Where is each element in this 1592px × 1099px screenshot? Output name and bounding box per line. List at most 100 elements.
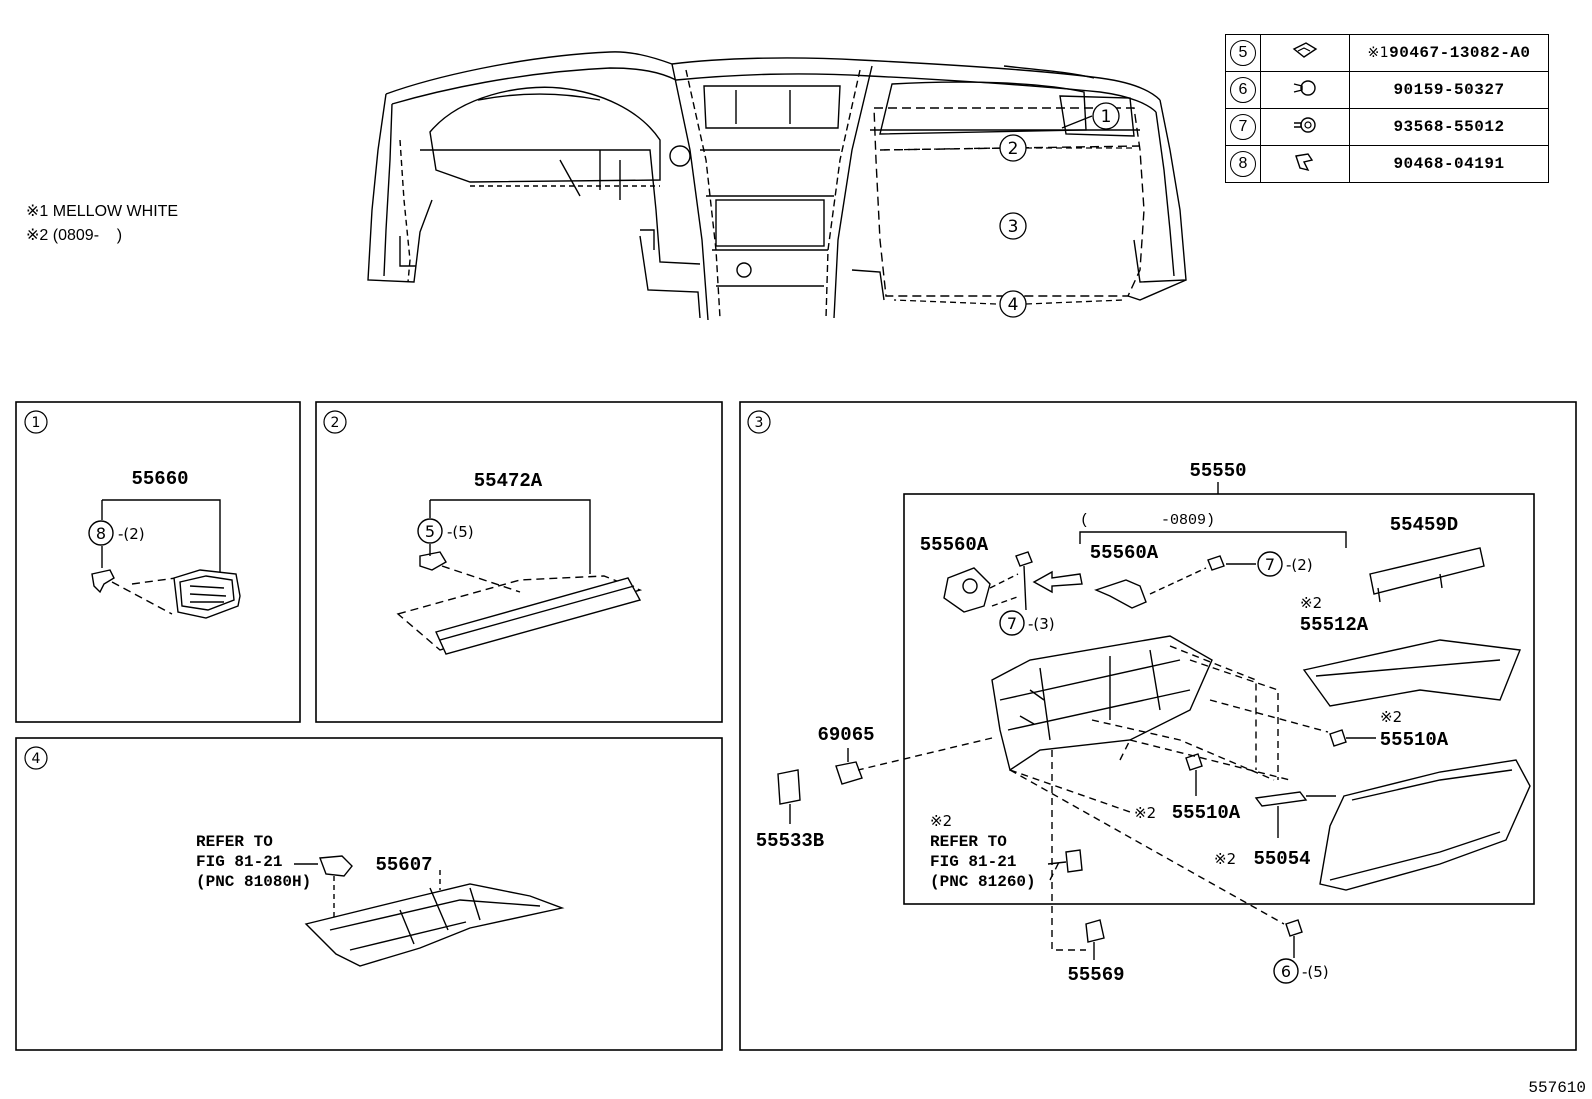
refer-to-line1-panel4: REFER TO — [196, 833, 273, 851]
callout-3-text: 3 — [1008, 217, 1019, 237]
panel-4-number: 4 — [32, 751, 41, 767]
fastener-table: 5 ※190467-13082-A0 6 90159-50327 7 — [1225, 34, 1549, 183]
fastener-ref: 8 — [1230, 151, 1256, 177]
note-2-text: (0809- ) — [52, 227, 123, 244]
panel-2-drawing — [396, 499, 643, 655]
clip-nut-icon — [1292, 41, 1318, 58]
note-2-mark: ※2 — [26, 227, 49, 244]
screw-part-6 — [1285, 919, 1303, 937]
mark-2-55512A: ※2 — [1300, 594, 1322, 612]
refer-to-line2-panel3: FIG 81-21 — [930, 853, 1016, 871]
ref-5-qty: -(5) — [447, 523, 474, 541]
fastener-row: 6 90159-50327 — [1225, 71, 1549, 109]
clip-nut-part-icon — [419, 551, 447, 571]
ref-7a-qty: -(3) — [1028, 615, 1055, 633]
panel-3-drawing — [777, 482, 1531, 984]
bolt-part-right — [1207, 555, 1225, 571]
bumper-part-right — [1329, 729, 1347, 747]
fastener-row: 5 ※190467-13082-A0 — [1225, 34, 1549, 72]
connector-part-icon — [319, 855, 353, 877]
fastener-ref: 5 — [1230, 40, 1256, 66]
assembly-55550-label: 55550 — [1189, 460, 1246, 482]
ref-6-number: 6 — [1281, 962, 1291, 981]
fastener-ref: 7 — [1230, 114, 1256, 140]
mark-2-refer: ※2 — [930, 812, 952, 830]
overview-callouts — [879, 102, 1132, 318]
glovebox-door-part — [1319, 759, 1531, 891]
part-55510A-mid-label: 55510A — [1172, 802, 1241, 824]
mark-2-55510A-right: ※2 — [1380, 708, 1402, 726]
panel-2-number: 2 — [331, 415, 340, 431]
panel-4-frame — [15, 737, 723, 1051]
panel-2-frame — [315, 401, 723, 723]
notes-legend: ※1 MELLOW WHITE ※2 (0809- ) — [26, 200, 178, 248]
note-1-text: MELLOW WHITE — [52, 203, 179, 220]
panel-4-drawing — [294, 855, 565, 967]
refer-to-line1-panel3: REFER TO — [930, 833, 1007, 851]
refer-to-line2-panel4: FIG 81-21 — [196, 853, 282, 871]
switch-part-55533B — [777, 769, 801, 805]
panel-3-inner-frame — [903, 493, 1535, 905]
ref-8-number: 8 — [96, 524, 106, 543]
air-vent-icon — [173, 569, 241, 619]
callout-2-text: 2 — [1008, 139, 1019, 159]
panel-1-number: 1 — [32, 415, 41, 431]
note-1: ※1 MELLOW WHITE — [26, 200, 178, 224]
part-55569-icon — [1085, 919, 1105, 943]
clip-part-icon — [91, 569, 115, 594]
fastener-part-number: 90467-13082-A0 — [1389, 44, 1531, 62]
callout-1-text: 1 — [1101, 107, 1112, 127]
part-55560A-left-label: 55560A — [920, 534, 989, 556]
ref-7b-number: 7 — [1265, 555, 1275, 574]
panel-3-frame — [739, 401, 1577, 1051]
ref-5-number: 5 — [425, 522, 435, 541]
figure-id: 557610 — [1528, 1079, 1586, 1097]
part-55560A-right-label: 55560A — [1090, 542, 1159, 564]
part-55510A-right-label: 55510A — [1380, 729, 1449, 751]
part-55472A-label: 55472A — [474, 470, 543, 492]
ref-8-qty: -(2) — [118, 525, 145, 543]
part-69065-label: 69065 — [817, 724, 874, 746]
fastener-row: 7 93568-55012 — [1225, 108, 1549, 146]
part-55459D-label: 55459D — [1390, 514, 1458, 536]
part-55512A-label: 55512A — [1300, 614, 1369, 636]
date-range-label: ( -0809) — [1080, 512, 1215, 529]
trim-panel-part — [435, 577, 642, 655]
latch-part-left — [943, 567, 991, 613]
note-2: ※2 (0809- ) — [26, 224, 178, 248]
panel-frames — [15, 401, 1577, 1051]
ref-7b-qty: -(2) — [1286, 556, 1313, 574]
callout-4-text: 4 — [1008, 295, 1019, 315]
direction-arrow-icon — [1032, 570, 1083, 594]
panel-1-frame — [15, 401, 301, 723]
fastener-part-number: 93568-55012 — [1393, 118, 1505, 136]
refer-to-line3-panel3: (PNC 81260) — [930, 873, 1036, 891]
part-55054-label: 55054 — [1253, 848, 1310, 870]
latch-part-right — [1094, 579, 1147, 609]
bumper-part-middle — [1185, 753, 1203, 771]
panel-1-drawing — [88, 499, 241, 619]
part-55607-label: 55607 — [375, 854, 432, 876]
bolt-part-left — [1015, 551, 1033, 567]
cover-part-55512A — [1302, 639, 1521, 707]
clip-icon — [1295, 152, 1314, 171]
screw-icon — [1293, 79, 1316, 96]
strip-part-55459D — [1369, 547, 1485, 595]
part-55533B-label: 55533B — [756, 830, 824, 852]
note-1-mark: ※1 — [26, 203, 49, 220]
ref-7a-number: 7 — [1007, 614, 1017, 633]
refer-to-line3-panel4: (PNC 81080H) — [196, 873, 311, 891]
panel-3-number: 3 — [755, 415, 764, 431]
bolt-icon — [1294, 116, 1316, 133]
mark-2-55510A-mid: ※2 — [1134, 804, 1156, 822]
ref-6-qty: -(5) — [1302, 963, 1329, 981]
part-55569-label: 55569 — [1067, 964, 1124, 986]
part-55660-label: 55660 — [131, 468, 188, 490]
fastener-ref: 6 — [1230, 77, 1256, 103]
fastener-part-number: 90468-04191 — [1393, 155, 1505, 173]
clip-part-69065 — [835, 761, 863, 785]
fastener-mark: ※1 — [1367, 45, 1390, 61]
damper-part-55054 — [1254, 791, 1308, 807]
mark-2-55054: ※2 — [1214, 850, 1236, 868]
